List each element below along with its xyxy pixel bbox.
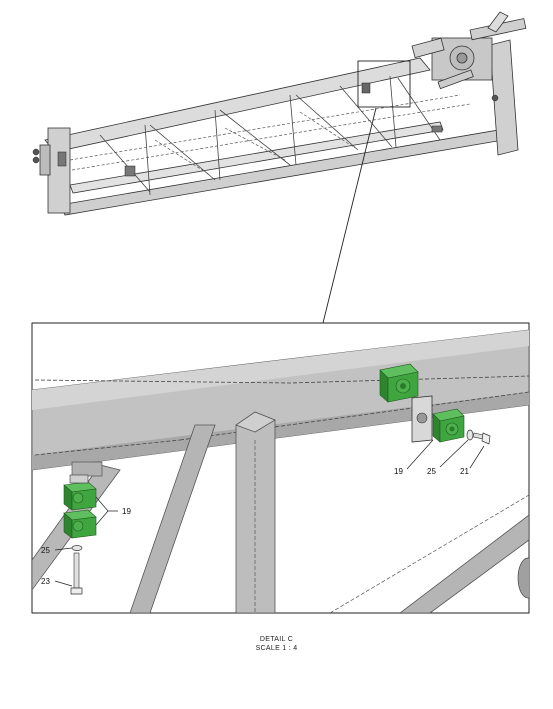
detail-hidden-outline (34, 375, 529, 384)
callout-23: 23 (41, 577, 50, 586)
washer-part-25-left (71, 545, 83, 551)
boom-hidden-lines (69, 94, 471, 176)
detail-title: DETAIL C (259, 636, 294, 643)
callout-19-left: 19 (122, 507, 131, 516)
callout-leaders (54, 439, 485, 587)
boom-overview (39, 11, 527, 216)
callout-25-right: 25 (427, 467, 436, 476)
detail-view-box (357, 60, 411, 108)
bolt-part-23 (70, 552, 83, 595)
green-block-part-19-right (432, 408, 465, 443)
detail-diagonal-brace-right (399, 514, 529, 613)
boom-mid-tube (69, 121, 444, 194)
detail-diagonal-brace-left (129, 424, 216, 613)
boom-right-end (489, 39, 519, 156)
boom-pivot-mechanism (411, 11, 527, 90)
boom-left-end (47, 127, 71, 214)
detail-vertical-post (235, 419, 276, 613)
washer-part-25-right (466, 429, 474, 441)
boom-hardware (32, 82, 499, 177)
detail-scale: SCALE 1 : 4 (255, 645, 298, 652)
green-block-part-19-left-upper (63, 481, 97, 511)
callout-19-right: 19 (394, 467, 403, 476)
green-block-part-19-left-lower (63, 509, 97, 539)
green-block-upper-right (379, 363, 419, 403)
callout-25-left: 25 (41, 546, 50, 555)
callout-21: 21 (460, 467, 469, 476)
bolt-part-21 (472, 432, 491, 445)
detail-leader-line (322, 107, 377, 324)
boom-truss (99, 75, 441, 196)
